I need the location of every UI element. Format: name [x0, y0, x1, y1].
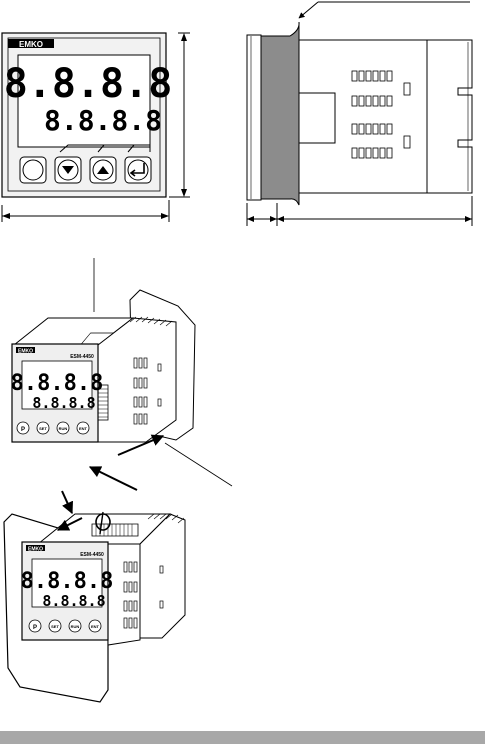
mounted-view: EMKO ESM-4450 8.8.8.8 8.8.8.8 P SET RUN … — [3, 490, 186, 703]
iso-vent-slots — [133, 357, 162, 425]
insert-arrow-right — [117, 434, 165, 456]
up-arrow-icon — [97, 166, 109, 174]
leader-line-2 — [164, 442, 233, 487]
front-buttons — [19, 156, 152, 184]
mount-display-top: 8.8.8.8 — [21, 569, 114, 594]
svg-text:RUN: RUN — [71, 624, 80, 629]
mount-buttons: P SET RUN ENT — [28, 619, 102, 633]
iso-display-bottom: 8.8.8.8 — [32, 394, 95, 412]
svg-text:P: P — [33, 625, 37, 631]
push-down-arrow — [61, 490, 73, 515]
enter-button — [124, 156, 152, 184]
enter-icon — [129, 163, 145, 177]
insert-arrow-left — [88, 466, 138, 491]
side-view — [246, 1, 473, 226]
svg-text:ENT: ENT — [79, 426, 88, 431]
mount-vent-slots — [123, 561, 164, 629]
iso-buttons: P SET RUN ENT — [16, 421, 90, 435]
blank-button — [19, 156, 47, 184]
iso-display-top: 8.8.8.8 — [11, 371, 104, 396]
brand-text: EMKO — [19, 40, 43, 49]
slide-arrow — [56, 517, 83, 531]
iso-brand-text: EMKO — [18, 349, 33, 355]
gasket-pointer-arrow — [298, 1, 319, 19]
svg-text:SET: SET — [39, 426, 47, 431]
gasket — [260, 21, 300, 206]
mount-display-bottom: 8.8.8.8 — [42, 592, 105, 610]
housing — [298, 39, 428, 194]
front-view: EMKO 8.8.8.8 8.8.8.8 — [1, 32, 190, 222]
mount-brand-text: EMKO — [28, 547, 43, 553]
iso-model-text: ESM-4450 — [70, 354, 94, 360]
vent-slots — [351, 70, 411, 159]
connector-block — [426, 39, 473, 194]
insertion-view: EMKO ESM-4450 8.8.8.8 8.8.8.8 P SET RUN … — [11, 258, 233, 491]
side-bezel — [246, 34, 262, 201]
mount-model-text: ESM-4450 — [80, 552, 104, 558]
svg-text:P: P — [21, 427, 25, 433]
svg-text:SET: SET — [51, 624, 59, 629]
down-arrow-icon — [62, 166, 74, 174]
svg-text:ENT: ENT — [91, 624, 100, 629]
svg-text:RUN: RUN — [59, 426, 68, 431]
display-bottom-digits: 8.8.8.8 — [44, 104, 162, 137]
display-window — [17, 54, 151, 148]
display-top-digits: 8.8.8.8 — [4, 61, 173, 107]
brand-logo — [8, 39, 54, 48]
footer-bar — [0, 731, 485, 744]
